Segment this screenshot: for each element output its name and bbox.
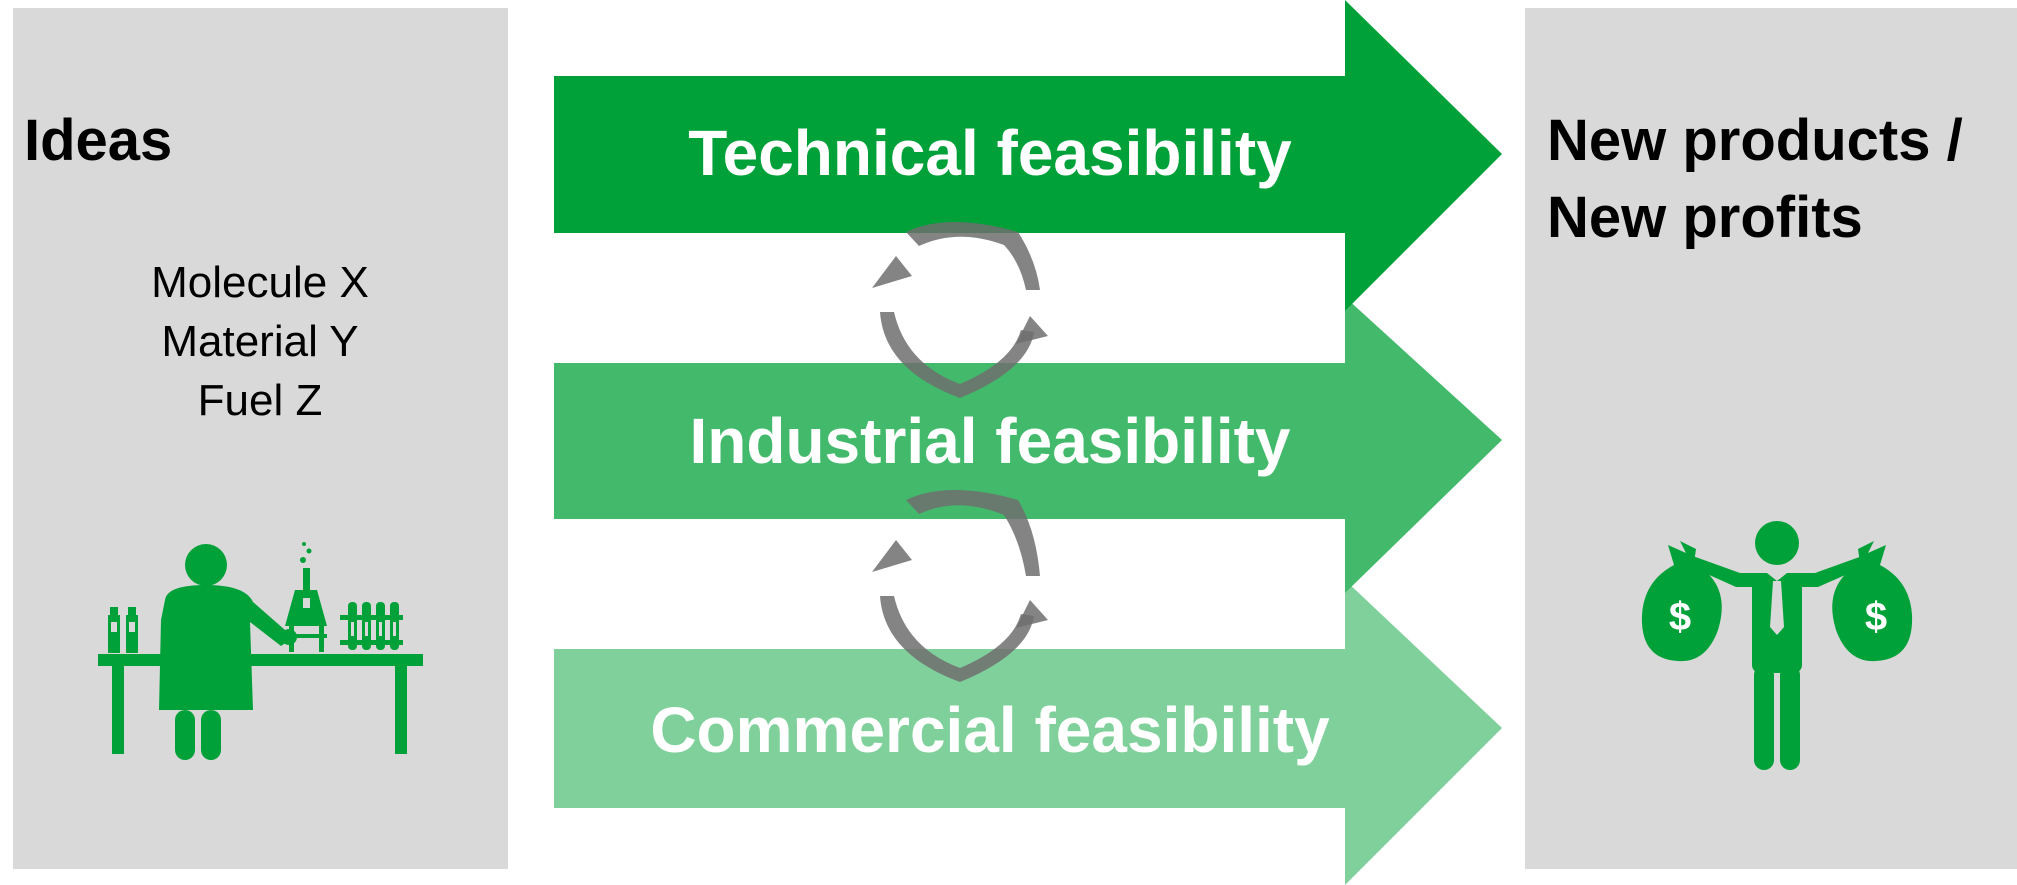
idea-item: Material Y bbox=[161, 317, 359, 366]
outcome-title: New products / New profits bbox=[1547, 103, 1963, 256]
outcome-title-line: New products / bbox=[1547, 108, 1963, 173]
idea-item: Molecule X bbox=[151, 258, 369, 307]
commercial-feasibility-label: Commercial feasibility bbox=[650, 694, 1330, 766]
idea-list: Molecule X Material Y Fuel Z bbox=[110, 253, 410, 430]
dollar-sign-icon: $ bbox=[1669, 595, 1691, 639]
businessman-money-bags-icon: $ $ bbox=[1640, 515, 1915, 775]
iteration-cycle-icon bbox=[872, 222, 1048, 398]
industrial-feasibility-arrow bbox=[554, 297, 1502, 593]
idea-item: Fuel Z bbox=[197, 376, 323, 425]
ideas-title: Ideas bbox=[24, 108, 173, 173]
industrial-feasibility-label: Industrial feasibility bbox=[689, 405, 1290, 477]
iteration-cycle-icon bbox=[872, 490, 1048, 682]
outcome-title-line: New profits bbox=[1547, 184, 1863, 250]
scientist-lab-icon bbox=[95, 540, 425, 780]
ideas-panel bbox=[13, 8, 508, 869]
commercial-feasibility-arrow bbox=[554, 580, 1502, 885]
dollar-sign-icon: $ bbox=[1865, 595, 1887, 639]
technical-feasibility-arrow bbox=[554, 0, 1502, 311]
technical-feasibility-label: Technical feasibility bbox=[688, 117, 1292, 189]
